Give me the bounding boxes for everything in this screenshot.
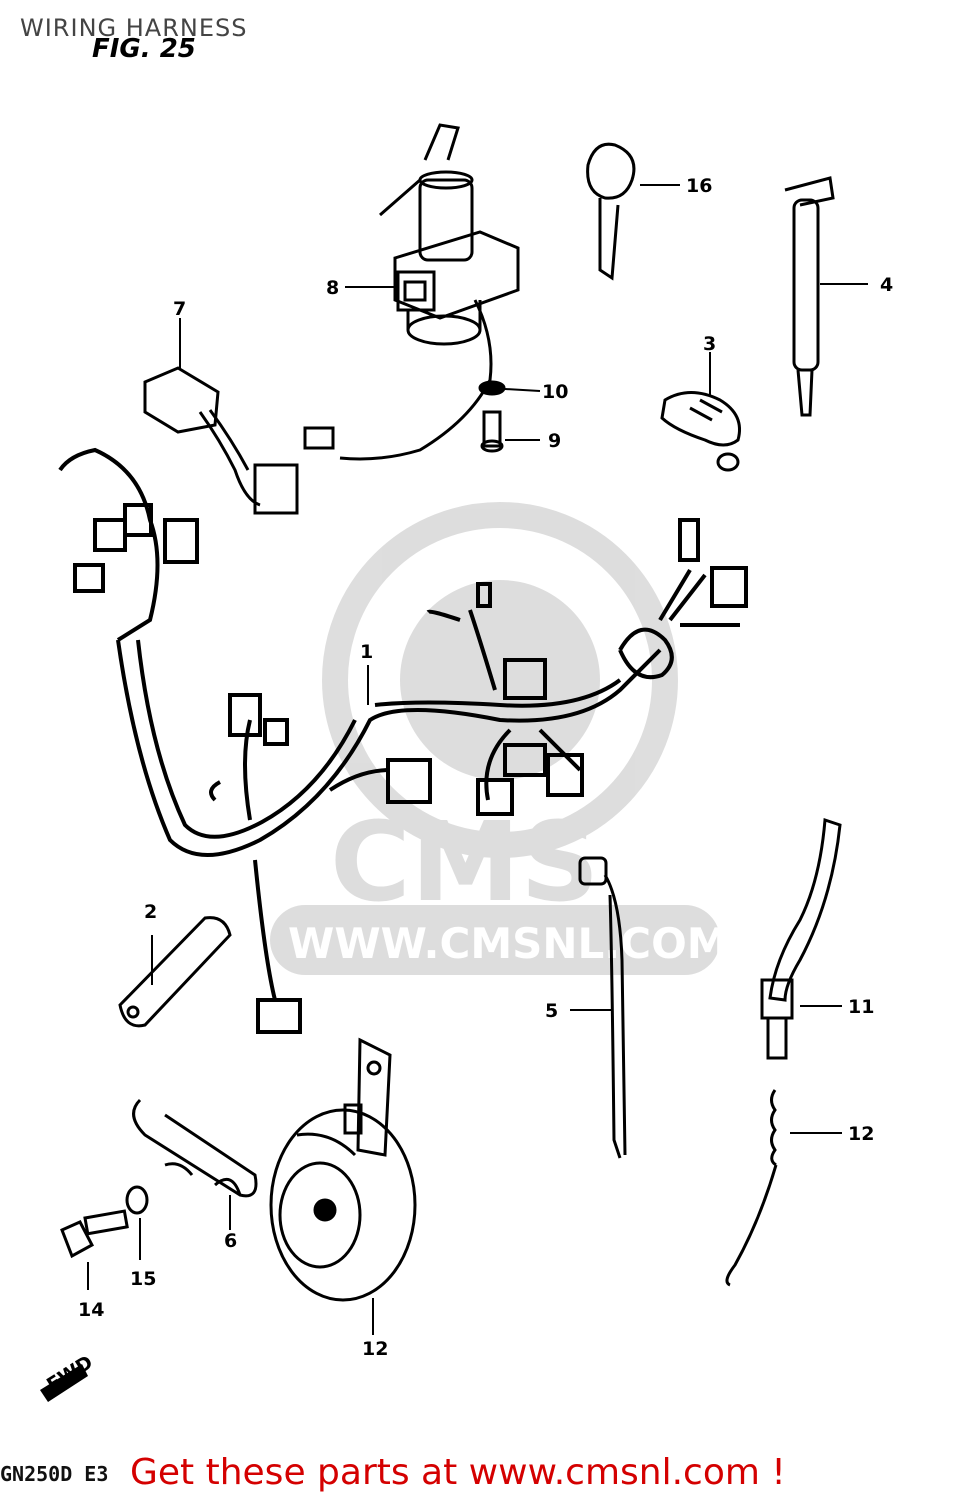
callout-1: 1: [360, 641, 373, 663]
spring: [725, 1089, 778, 1287]
callout-6: 6: [224, 1230, 237, 1252]
protector: [118, 916, 232, 1028]
callout-8: 8: [326, 277, 339, 299]
watermark-url: WWW.CMSNL.COM: [288, 919, 729, 968]
fwd-arrow: FWD: [40, 1351, 97, 1402]
callouts: 1 2 3 4 5 6 7 8 9 10 11 12 12 14 15 16: [78, 175, 893, 1360]
key: [586, 142, 636, 281]
callout-14: 14: [78, 1299, 104, 1321]
bracket: [132, 1098, 258, 1198]
page-title: WIRING HARNESS: [20, 14, 248, 42]
leader-lines: [87, 184, 868, 1335]
watermark: CMS WWW.CMSNL.COM: [270, 502, 729, 975]
horn: [269, 1037, 417, 1302]
callout-7: 7: [173, 298, 186, 320]
callout-16: 16: [686, 175, 712, 197]
callout-11: 11: [848, 996, 874, 1018]
callout-9: 9: [548, 430, 561, 452]
callout-15: 15: [130, 1268, 156, 1290]
callout-4: 4: [880, 274, 893, 296]
main-wiring-harness: [58, 447, 748, 1034]
cta-link[interactable]: Get these parts at www.cmsnl.com !: [130, 1452, 786, 1493]
callout-12-horn: 12: [362, 1338, 388, 1360]
horn-bolt-washer: [60, 1185, 149, 1259]
ignition-switch: [303, 123, 520, 461]
bolt-and-washer: [478, 380, 506, 453]
callout-3: 3: [703, 333, 716, 355]
brake-switch: [760, 817, 842, 1060]
callout-5: 5: [545, 1000, 558, 1022]
watermark-brand: CMS: [330, 798, 599, 926]
fwd-label: FWD: [43, 1351, 97, 1396]
relay: [143, 366, 299, 515]
band: [578, 856, 627, 1159]
callout-2: 2: [144, 901, 157, 923]
clamp: [660, 391, 741, 472]
figure-label: FIG. 25: [92, 34, 196, 64]
callout-12-spring: 12: [848, 1123, 874, 1145]
callout-10: 10: [542, 381, 568, 403]
model-code: GN250D E3: [0, 1462, 109, 1486]
cable-tie: [784, 176, 835, 417]
